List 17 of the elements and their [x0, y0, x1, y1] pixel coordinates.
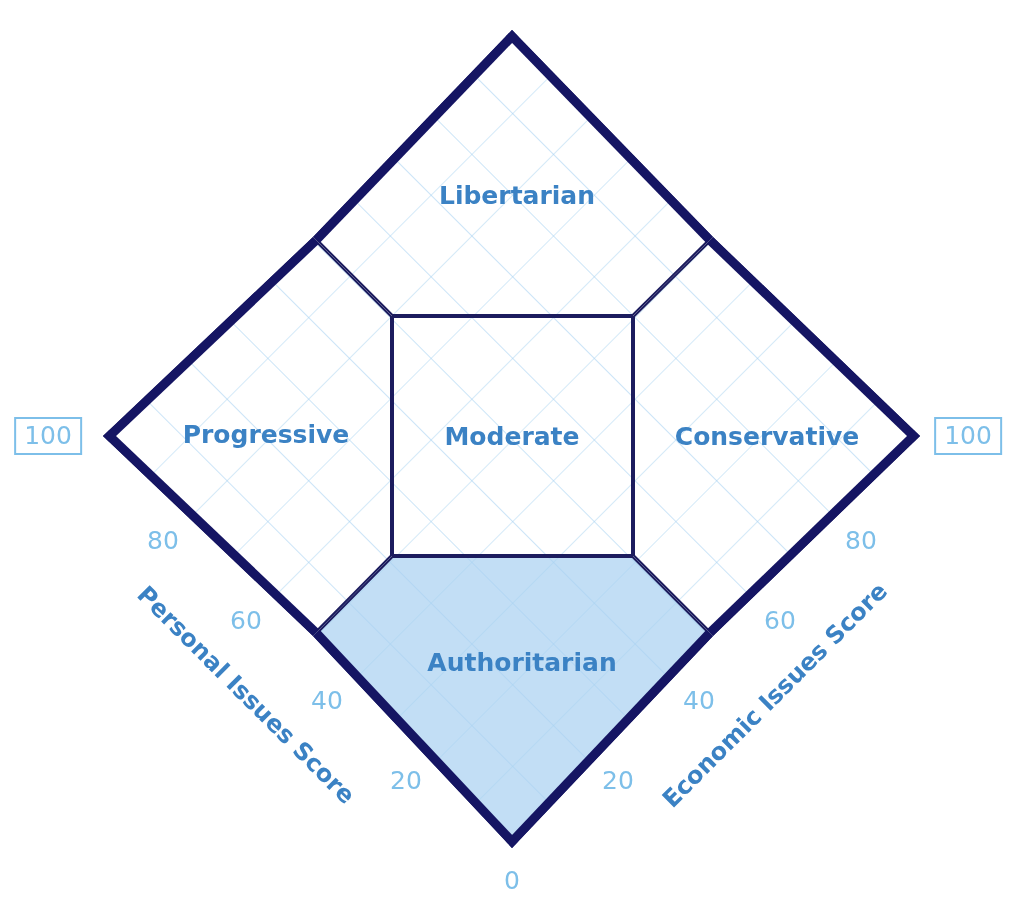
region-label: Moderate	[444, 421, 580, 451]
axis-tick: 40	[683, 685, 715, 715]
axis-tick: 80	[147, 525, 179, 555]
axis-tick: 20	[602, 765, 634, 795]
axis-tick: 20	[390, 765, 422, 795]
region-label: Libertarian	[438, 180, 596, 210]
axis-tick: 60	[764, 605, 796, 635]
region-label: Authoritarian	[427, 647, 617, 677]
moderate-region	[392, 316, 633, 556]
axis-tick: 80	[845, 525, 877, 555]
region-label: Conservative	[674, 421, 860, 451]
axis-tick: 100	[14, 417, 82, 455]
axis-tick: 60	[230, 605, 262, 635]
axis-tick: 100	[934, 417, 1002, 455]
region-label: Progressive	[182, 419, 350, 449]
axis-tick: 40	[311, 685, 343, 715]
axis-tick: 0	[504, 865, 520, 895]
